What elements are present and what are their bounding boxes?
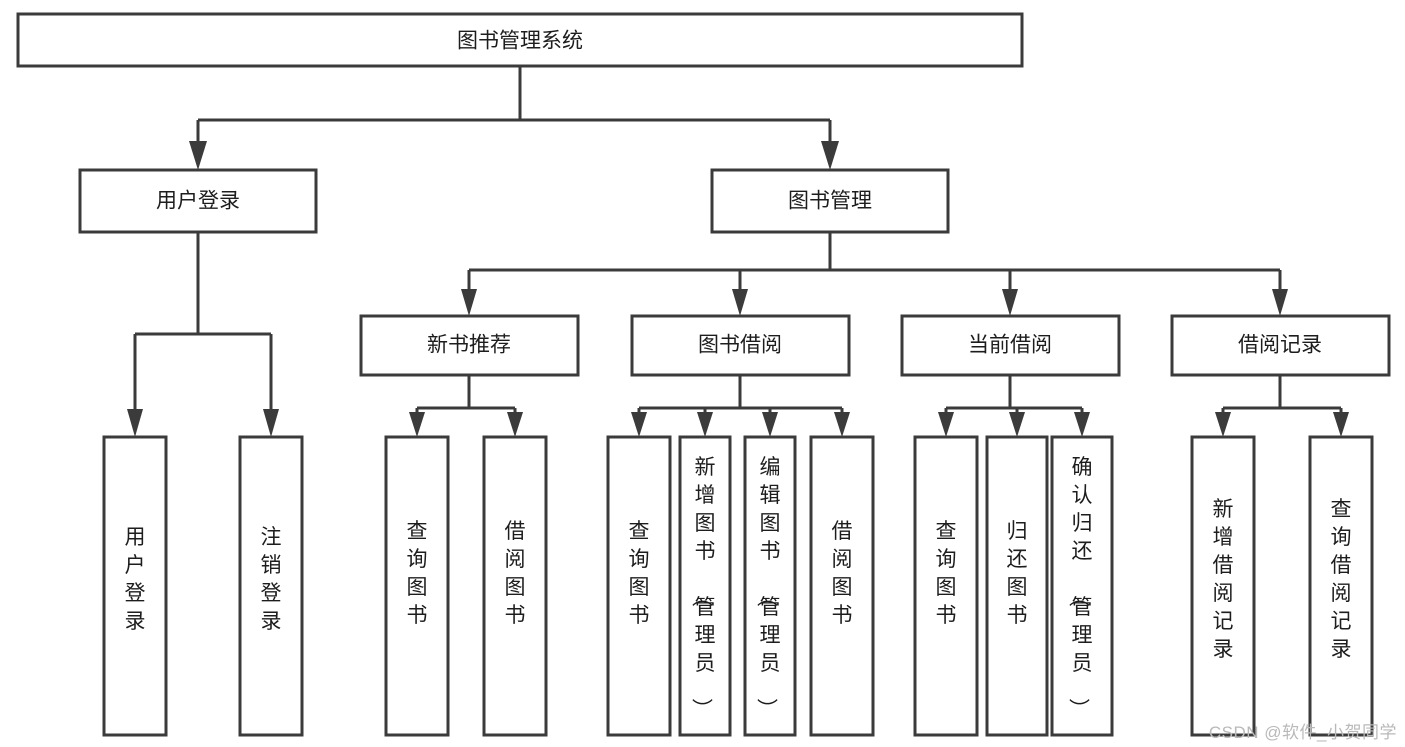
node-new-book-recommend-label: 新书推荐 (427, 334, 511, 357)
node-book-borrow-box (630, 314, 851, 377)
arrow-to-leaf-logout (263, 409, 279, 437)
arrow-to-leaf-user-login (127, 409, 143, 437)
node-leaf-borrow-book[interactable]: 借阅图书 (809, 435, 875, 737)
node-book-borrow[interactable]: 图书借阅 (630, 314, 851, 377)
edge-book-management-trunk (467, 232, 1282, 296)
node-user-login-box (78, 168, 318, 234)
node-leaf-return-book[interactable]: 归还图书 (985, 435, 1049, 737)
node-leaf-query-record-label: 查询借阅记录 (1331, 498, 1352, 661)
edge-root-trunk (196, 66, 832, 148)
node-leaf-query-book-current-box (913, 435, 979, 737)
node-leaf-query-book-current[interactable]: 查询图书 (913, 435, 979, 737)
arrow-to-leaf-query-book-borrow (631, 412, 647, 437)
arrow-to-leaf-borrow-book-rec (507, 412, 523, 437)
arrow-to-new-book-recommend (461, 289, 477, 316)
arrow-to-leaf-add-book (697, 412, 713, 437)
node-leaf-query-book-borrow-label: 查询图书 (629, 520, 650, 627)
node-leaf-confirm-return-label: 确认归还（管理员） (1067, 456, 1093, 719)
node-leaf-query-record[interactable]: 查询借阅记录 (1308, 435, 1374, 737)
node-leaf-query-book-borrow-box (606, 435, 672, 737)
node-leaf-user-login-box (102, 435, 168, 737)
node-root-label: 图书管理系统 (457, 30, 583, 53)
node-leaf-query-book-rec-label: 查询图书 (407, 520, 428, 627)
arrow-to-leaf-query-book-current (938, 412, 954, 437)
node-current-borrow-label: 当前借阅 (968, 334, 1052, 357)
node-leaf-borrow-book-rec[interactable]: 借阅图书 (482, 435, 548, 737)
node-leaf-add-record-box (1190, 435, 1256, 737)
edges-layer (127, 66, 1349, 437)
arrow-to-book-borrow (732, 289, 748, 316)
node-leaf-user-login[interactable]: 用户登录 (102, 435, 168, 737)
node-borrow-record-box (1170, 314, 1391, 377)
node-borrow-record-label: 借阅记录 (1238, 334, 1322, 357)
arrow-to-leaf-return-book (1009, 412, 1025, 437)
node-leaf-return-book-box (985, 435, 1049, 737)
node-leaf-add-record-label: 新增借阅记录 (1213, 498, 1234, 661)
arrow-to-leaf-confirm-return (1074, 412, 1090, 437)
node-leaf-borrow-book-label: 借阅图书 (832, 520, 853, 627)
arrow-to-current-borrow (1002, 289, 1018, 316)
csdn-watermark: CSDN @软件_小贺同学 (1208, 723, 1397, 742)
node-leaf-query-record-box (1308, 435, 1374, 737)
arrow-to-leaf-add-record (1215, 412, 1231, 437)
node-book-management[interactable]: 图书管理 (710, 168, 950, 234)
node-leaf-edit-book-box (743, 435, 797, 737)
node-leaf-borrow-book-rec-label: 借阅图书 (505, 520, 526, 627)
arrow-to-book-management (821, 141, 839, 170)
node-new-book-recommend[interactable]: 新书推荐 (359, 314, 580, 377)
leaf-nodes-layer: 用户登录 注销登录 查询图书 借阅图书 查询图书 新增图书（管理员） (102, 435, 1374, 737)
node-leaf-logout-box (238, 435, 304, 737)
node-leaf-add-book-box (678, 435, 732, 737)
node-leaf-logout-label: 注销登录 (261, 526, 282, 633)
node-book-borrow-label: 图书借阅 (698, 334, 782, 357)
node-leaf-confirm-return-box (1050, 435, 1114, 737)
arrow-to-leaf-query-record (1333, 412, 1349, 437)
node-leaf-edit-book-label: 编辑图书（管理员） (755, 456, 781, 719)
node-leaf-query-book-rec[interactable]: 查询图书 (384, 435, 450, 737)
node-leaf-query-book-rec-box (384, 435, 450, 737)
node-root[interactable]: 图书管理系统 (16, 12, 1024, 68)
node-leaf-add-book-label: 新增图书（管理员） (690, 456, 716, 719)
node-leaf-query-book-current-label: 查询图书 (936, 520, 957, 627)
node-leaf-borrow-book-box (809, 435, 875, 737)
node-leaf-add-record[interactable]: 新增借阅记录 (1190, 435, 1256, 737)
arrow-to-leaf-edit-book (762, 412, 778, 437)
edge-book-borrow-trunk (637, 375, 844, 419)
edge-borrow-record-trunk (1221, 375, 1343, 419)
node-book-management-label: 图书管理 (788, 190, 872, 213)
arrow-to-borrow-record (1272, 289, 1288, 316)
node-current-borrow-box (900, 314, 1121, 377)
node-leaf-logout[interactable]: 注销登录 (238, 435, 304, 737)
node-leaf-add-book[interactable]: 新增图书（管理员） (678, 435, 732, 737)
node-borrow-record[interactable]: 借阅记录 (1170, 314, 1391, 377)
arrow-to-leaf-borrow-book (834, 412, 850, 437)
edge-user-login-trunk (133, 232, 273, 415)
edge-new-book-recommend-trunk (415, 375, 517, 419)
node-current-borrow[interactable]: 当前借阅 (900, 314, 1121, 377)
node-user-login[interactable]: 用户登录 (78, 168, 318, 234)
arrow-to-leaf-query-book-rec (409, 412, 425, 437)
node-leaf-query-book-borrow[interactable]: 查询图书 (606, 435, 672, 737)
node-leaf-borrow-book-rec-box (482, 435, 548, 737)
node-user-login-label: 用户登录 (156, 190, 240, 213)
node-leaf-return-book-label: 归还图书 (1007, 520, 1028, 627)
node-leaf-edit-book[interactable]: 编辑图书（管理员） (743, 435, 797, 737)
node-new-book-recommend-box (359, 314, 580, 377)
node-root-box (16, 12, 1024, 68)
node-book-management-box (710, 168, 950, 234)
node-leaf-user-login-label: 用户登录 (125, 526, 146, 633)
arrow-to-user-login (189, 141, 207, 170)
node-leaf-confirm-return[interactable]: 确认归还（管理员） (1050, 435, 1114, 737)
